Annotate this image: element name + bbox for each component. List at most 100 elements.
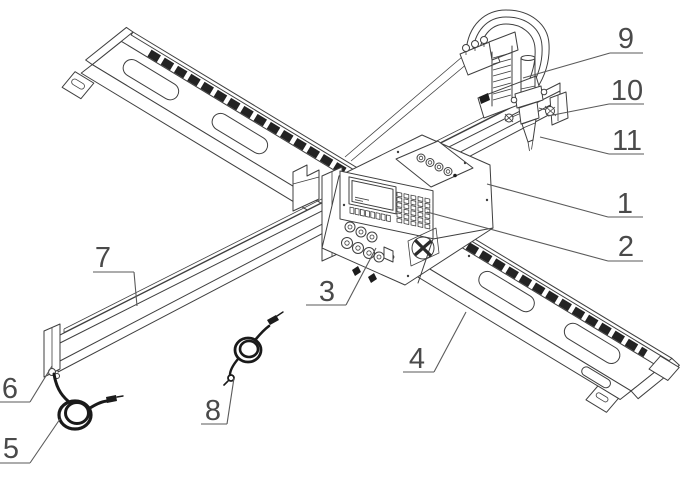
torch-valve-body: [504, 101, 557, 125]
callout-8-signal-cable: 8: [201, 377, 235, 427]
callout-number: 7: [95, 242, 111, 274]
cable-plug: [267, 315, 279, 325]
signal-cable: [223, 311, 284, 386]
keypad-key: [417, 222, 424, 228]
callout-leader-line: [29, 365, 53, 403]
keypad-key: [417, 206, 424, 213]
top-buttons: [416, 153, 457, 178]
cutting-nozzle: [521, 118, 537, 152]
rail-slot: [563, 322, 621, 365]
connector-panel: [341, 221, 395, 263]
rect-connector: [383, 246, 394, 263]
rail-slot: [122, 59, 180, 101]
keypad-key: [403, 203, 410, 210]
callout-leader-line: [486, 183, 609, 218]
keypad-key: [410, 199, 417, 206]
keypad-key: [396, 191, 403, 198]
callout-number: 4: [409, 343, 425, 375]
keypad-key: [410, 205, 417, 211]
lcd-screen-frame: [348, 176, 397, 215]
foot-slot: [71, 78, 85, 90]
lcd-text-lines: [355, 196, 369, 202]
callout-number: 3: [319, 276, 335, 308]
hose-supply-lines: [344, 56, 469, 162]
keypad-key: [403, 219, 410, 225]
power-indicator-dot: [453, 173, 457, 178]
bottom-clamps: [352, 266, 377, 283]
fan-vent: [407, 227, 440, 267]
callout-number: 2: [618, 231, 634, 263]
keypad-key: [410, 194, 417, 201]
callout-leader-line: [29, 418, 61, 464]
callout-leader-line: [522, 52, 611, 79]
callout-leader-line: [539, 136, 610, 155]
callout-3-connector-panel: 3: [306, 247, 377, 308]
keypad-key: [424, 213, 431, 219]
keypad-key: [424, 197, 431, 204]
callout-number: 6: [2, 373, 18, 405]
keypad: [396, 191, 431, 230]
beam-clamp-block: [479, 93, 490, 104]
callout-9-torch-holder: 9: [522, 23, 643, 79]
keypad-key: [417, 201, 424, 208]
callout-10-torch-valve-body: 10: [547, 75, 644, 117]
keypad-key: [396, 217, 403, 224]
keypad-key: [396, 202, 403, 208]
callout-leader-line: [547, 103, 610, 117]
keypad-key: [410, 215, 417, 222]
rail-right-foot: [585, 385, 619, 413]
keypad-key: [396, 207, 403, 214]
keypad-key: [424, 218, 431, 225]
callout-leader-line: [433, 311, 467, 373]
keypad-key: [403, 198, 410, 205]
rail-left-end-cap: [85, 26, 134, 66]
keypad-key: [410, 220, 417, 227]
callout-4-longitudinal-rail: 4: [403, 311, 467, 375]
keypad-key: [417, 216, 424, 223]
cable-eyelet: [227, 374, 235, 382]
keypad-key: [403, 213, 410, 220]
rail-slot: [478, 270, 535, 313]
lcd-screen: [351, 180, 394, 211]
callout-number: 10: [611, 75, 643, 107]
rail-slot-small: [581, 366, 611, 389]
torch-hoses: [465, 9, 550, 91]
box-edge-lines: [417, 227, 494, 284]
callout-leader-line: [133, 271, 138, 307]
torch-assembly: [344, 9, 557, 162]
keypad-key: [424, 223, 431, 230]
callout-number: 11: [612, 125, 642, 157]
callout-number: 9: [618, 23, 634, 55]
callout-5-power-cable: 5: [0, 418, 61, 465]
callout-7-transverse-rail: 7: [93, 242, 138, 307]
keypad-key: [417, 196, 424, 202]
keypad-key: [424, 208, 431, 214]
fan-blades: [413, 238, 433, 258]
keypad-key: [424, 202, 431, 209]
rail-left-foot: [61, 71, 95, 100]
callout-number: 5: [3, 433, 19, 465]
rail-carriage-bracket: [292, 164, 320, 212]
callout-number: 1: [617, 188, 633, 220]
torch-clamp-collar: [514, 85, 544, 109]
keypad-key: [403, 193, 410, 199]
keypad-key: [396, 212, 403, 219]
screw-dots: [342, 150, 489, 278]
callout-1-control-box-housing: 1: [486, 183, 643, 220]
callout-number: 8: [205, 395, 221, 427]
rail-far-foot: [648, 355, 680, 381]
callout-2-keypad: 2: [426, 211, 643, 263]
beam-right-end-cap: [549, 91, 569, 126]
callout-11-cutting-nozzle: 11: [539, 125, 644, 157]
callout-leader-line: [345, 247, 377, 306]
keypad-key: [396, 196, 403, 203]
beam-face-lines: [57, 90, 561, 363]
callout-leader-line: [426, 211, 609, 262]
callout-leader-line: [226, 377, 235, 425]
control-box: [321, 134, 494, 286]
callout-6-rail-end-connector: 6: [0, 365, 53, 405]
cable-plug: [106, 395, 117, 403]
rail-slot: [211, 112, 269, 155]
